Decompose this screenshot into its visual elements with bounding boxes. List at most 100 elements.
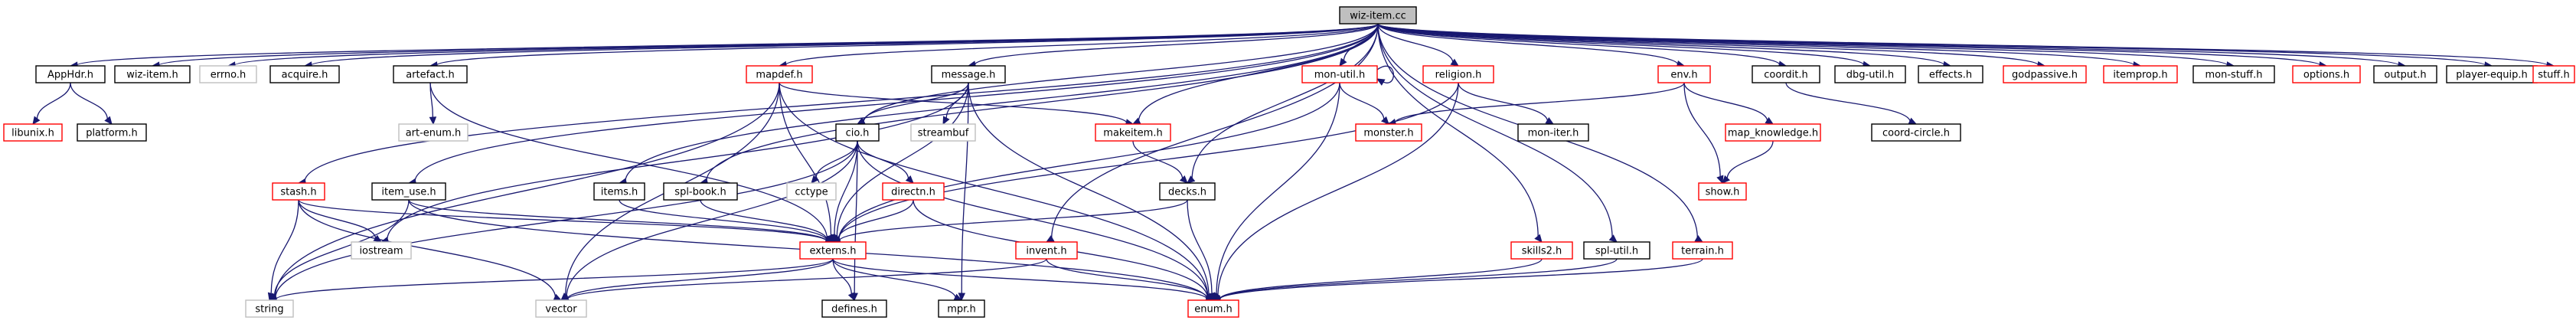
node-label: libunix.h — [11, 128, 54, 139]
node-acquire-h[interactable]: acquire.h — [269, 65, 340, 83]
node-box — [2192, 65, 2275, 83]
edge-line — [275, 258, 834, 300]
edge-line — [298, 199, 557, 299]
node-iostream[interactable]: iostream — [351, 241, 412, 260]
edge-line — [1377, 23, 1454, 64]
node-box — [1583, 241, 1650, 260]
node-dbg-util-h[interactable]: dbg-util.h — [1834, 65, 1906, 83]
node-mpr-h[interactable]: mpr.h — [938, 299, 985, 318]
node-platform-h[interactable]: platform.h — [77, 123, 147, 142]
edge-terrain-h-to-enum-h — [1212, 258, 1703, 302]
edge-line — [1376, 65, 1394, 83]
edge-line — [1132, 140, 1184, 180]
node-stash-h[interactable]: stash.h — [272, 182, 325, 201]
node-output-h[interactable]: output.h — [2373, 65, 2437, 83]
node-label: invent.h — [1026, 246, 1066, 257]
node-wiz-item-cc[interactable]: wiz-item.cc — [1339, 6, 1417, 25]
node-box — [1159, 182, 1216, 201]
node-skills2-h[interactable]: skills2.h — [1510, 241, 1573, 260]
node-message-h[interactable]: message.h — [931, 65, 1006, 83]
node-map-knowledge-h[interactable]: map_knowledge.h — [1725, 123, 1821, 142]
node-box — [593, 182, 645, 201]
node-directn-h[interactable]: directn.h — [882, 182, 945, 201]
edge-line — [1377, 23, 2548, 67]
edge-line — [1377, 23, 2039, 67]
node-streambuf[interactable]: streambuf — [910, 123, 976, 142]
node-monster-h[interactable]: monster.h — [1355, 123, 1422, 142]
node-mapdef-h[interactable]: mapdef.h — [746, 65, 813, 83]
edge-apphdr-h-to-libunix-h — [32, 82, 71, 125]
edge-cio-h-to-cctype — [811, 140, 858, 184]
node-art-enum-h[interactable]: art-enum.h — [398, 123, 469, 142]
node-box — [746, 65, 813, 83]
node-decks-h[interactable]: decks.h — [1159, 182, 1216, 201]
edge-artefact-h-to-externs-h — [429, 82, 834, 243]
node-options-h[interactable]: options.h — [2292, 65, 2361, 83]
node-itemprop-h[interactable]: itemprop.h — [2103, 65, 2178, 83]
node-mon-stuff-h[interactable]: mon-stuff.h — [2192, 65, 2275, 83]
node-env-h[interactable]: env.h — [1657, 65, 1711, 83]
edge-line — [1726, 140, 1774, 179]
node-box — [821, 299, 887, 318]
node-label: spl-util.h — [1595, 246, 1638, 257]
node-item-use-h[interactable]: item_use.h — [371, 182, 446, 201]
edge-line — [1219, 258, 1703, 300]
edge-line — [414, 23, 1379, 182]
node-artefact-h[interactable]: artefact.h — [393, 65, 468, 83]
edge-line — [832, 258, 1208, 300]
edge-cio-h-to-vector — [560, 140, 858, 301]
node-label: items.h — [601, 187, 638, 198]
node-apphdr-h[interactable]: AppHdr.h — [35, 65, 106, 83]
node-mon-iter-h[interactable]: mon-iter.h — [1517, 123, 1589, 142]
node-stuff-h[interactable]: stuff.h — [2532, 65, 2575, 83]
node-godpassive-h[interactable]: godpassive.h — [2003, 65, 2087, 83]
edge-decks-h-to-enum-h — [1187, 199, 1216, 302]
edge-line — [836, 82, 969, 237]
node-coordit-h[interactable]: coordit.h — [1752, 65, 1820, 83]
node-externs-h[interactable]: externs.h — [799, 241, 867, 260]
node-spl-util-h[interactable]: spl-util.h — [1583, 241, 1650, 260]
node-show-h[interactable]: show.h — [1698, 182, 1747, 201]
node-box — [938, 299, 985, 318]
edge-mon-util-h-to-mon-util-h — [1376, 65, 1394, 86]
node-vector[interactable]: vector — [535, 299, 587, 318]
node-coord-circle-h[interactable]: coord-circle.h — [1871, 123, 1961, 142]
edge-line — [1051, 23, 1379, 239]
edge-line — [1377, 23, 2135, 67]
edge-line — [1377, 23, 1945, 66]
node-religion-h[interactable]: religion.h — [1422, 65, 1494, 83]
node-string[interactable]: string — [245, 299, 294, 318]
node-mon-util-h[interactable]: mon-util.h — [1301, 65, 1378, 83]
node-items-h[interactable]: items.h — [593, 182, 645, 201]
node-invent-h[interactable]: invent.h — [1015, 241, 1078, 260]
node-box — [351, 241, 412, 260]
edge-externs-h-to-enum-h — [832, 258, 1215, 302]
node-box — [835, 123, 880, 142]
node-wiz-item-h[interactable]: wiz-item.h — [114, 65, 191, 83]
node-makeitem-h[interactable]: makeitem.h — [1095, 123, 1171, 142]
node-label: streambuf — [918, 128, 969, 139]
node-cctype[interactable]: cctype — [786, 182, 837, 201]
edge-env-h-to-map-knowledge-h — [1683, 82, 1774, 125]
node-label: AppHdr.h — [47, 70, 93, 81]
node-player-equip-h[interactable]: player-equip.h — [2446, 65, 2538, 83]
node-label: decks.h — [1168, 187, 1206, 198]
edge-line — [1785, 82, 1912, 123]
arrowhead — [811, 175, 819, 184]
node-terrain-h[interactable]: terrain.h — [1672, 241, 1733, 260]
node-errno-h[interactable]: errno.h — [199, 65, 257, 83]
node-effects-h[interactable]: effects.h — [1918, 65, 1983, 83]
node-box — [398, 123, 469, 142]
arrowhead — [1534, 234, 1543, 243]
node-spl-book-h[interactable]: spl-book.h — [663, 182, 738, 201]
node-enum-h[interactable]: enum.h — [1187, 299, 1239, 318]
node-label: player-equip.h — [2456, 70, 2527, 81]
edge-layer — [32, 23, 2555, 303]
node-defines-h[interactable]: defines.h — [821, 299, 887, 318]
node-label: spl-book.h — [674, 187, 726, 198]
node-label: art-enum.h — [406, 128, 462, 139]
node-cio-h[interactable]: cio.h — [835, 123, 880, 142]
node-label: externs.h — [809, 246, 856, 257]
node-libunix-h[interactable]: libunix.h — [3, 123, 63, 142]
